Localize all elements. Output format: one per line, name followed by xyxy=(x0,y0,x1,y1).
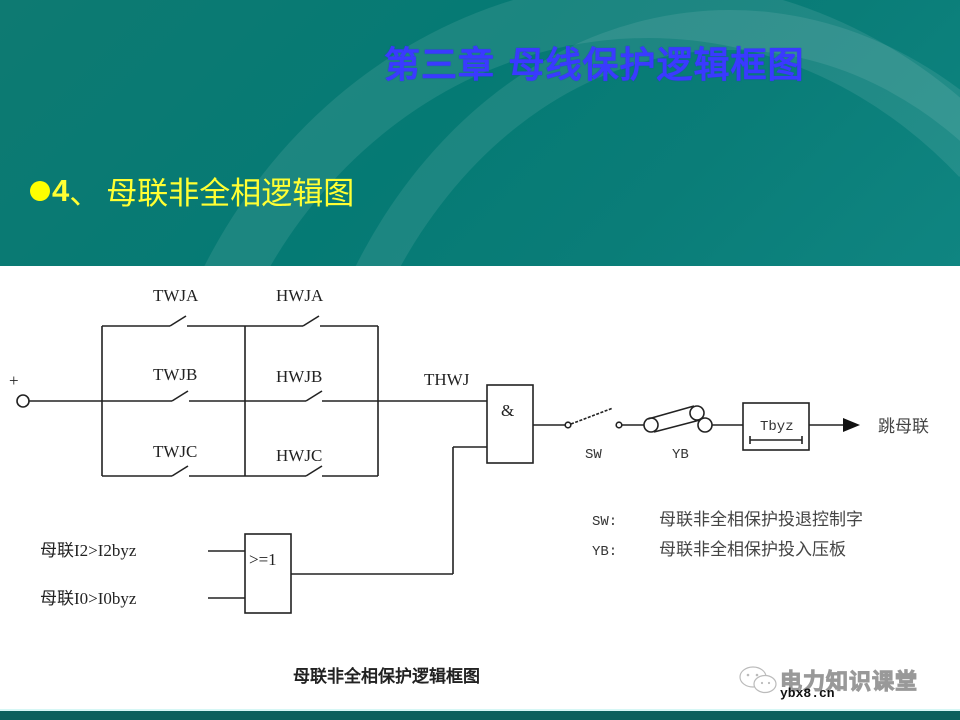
timer-block xyxy=(742,402,810,451)
or-input-i2: 母联I2>I2byz xyxy=(40,541,137,560)
legend-desc-sw: 母联非全相保护投退控制字 xyxy=(659,510,863,530)
legend-desc-yb: 母联非全相保护投入压板 xyxy=(659,540,846,560)
and-symbol: & xyxy=(501,401,514,420)
thwj-label: THWJ xyxy=(424,370,470,389)
logic-diagram: + TWJA TWJB TWJC HWJA HWJB HWJC THWJ & >… xyxy=(9,286,929,687)
legend-key-sw: SW: xyxy=(592,514,617,530)
output-label: 跳母联 xyxy=(878,417,929,437)
watermark: 电力知识课堂 ybx8.cn xyxy=(738,664,919,701)
contact-hwjb: HWJB xyxy=(276,367,322,386)
section-heading: 4 、 母联非全相逻辑图 xyxy=(30,168,354,213)
watermark-text: 电力知识课堂 xyxy=(779,670,919,696)
slide-header: 第三章 母线保护逻辑框图 4 、 母联非全相逻辑图 xyxy=(0,0,960,266)
wechat-icon xyxy=(739,666,777,694)
chapter-title: 第三章 母线保护逻辑框图 xyxy=(384,45,805,86)
yb-label: YB xyxy=(672,447,689,463)
contact-twja: TWJA xyxy=(153,286,199,305)
or-symbol: >=1 xyxy=(249,550,277,569)
section-separator: 、 xyxy=(69,176,101,212)
contact-hwja: HWJA xyxy=(276,286,324,305)
contact-hwjc: HWJC xyxy=(276,446,322,465)
diagram-caption: 母联非全相保护逻辑框图 xyxy=(293,666,480,687)
arrow-icon xyxy=(843,418,860,432)
timer-label: Tbyz xyxy=(760,419,794,435)
input-terminal-icon xyxy=(16,394,30,408)
bullet-icon xyxy=(30,180,50,201)
footer-band xyxy=(0,709,960,720)
contact-twjc: TWJC xyxy=(153,442,197,461)
section-number: 4 xyxy=(52,172,70,208)
contact-twjb: TWJB xyxy=(153,365,197,384)
or-input-i0: 母联I0>I0byz xyxy=(40,589,137,608)
watermark-url: ybx8.cn xyxy=(780,686,835,701)
sw-label: SW xyxy=(585,447,602,463)
or-gate xyxy=(244,533,292,614)
and-gate xyxy=(486,384,534,464)
plus-label: + xyxy=(9,371,19,390)
legend-key-yb: YB: xyxy=(592,544,617,560)
section-title: 母联非全相逻辑图 xyxy=(106,176,355,212)
